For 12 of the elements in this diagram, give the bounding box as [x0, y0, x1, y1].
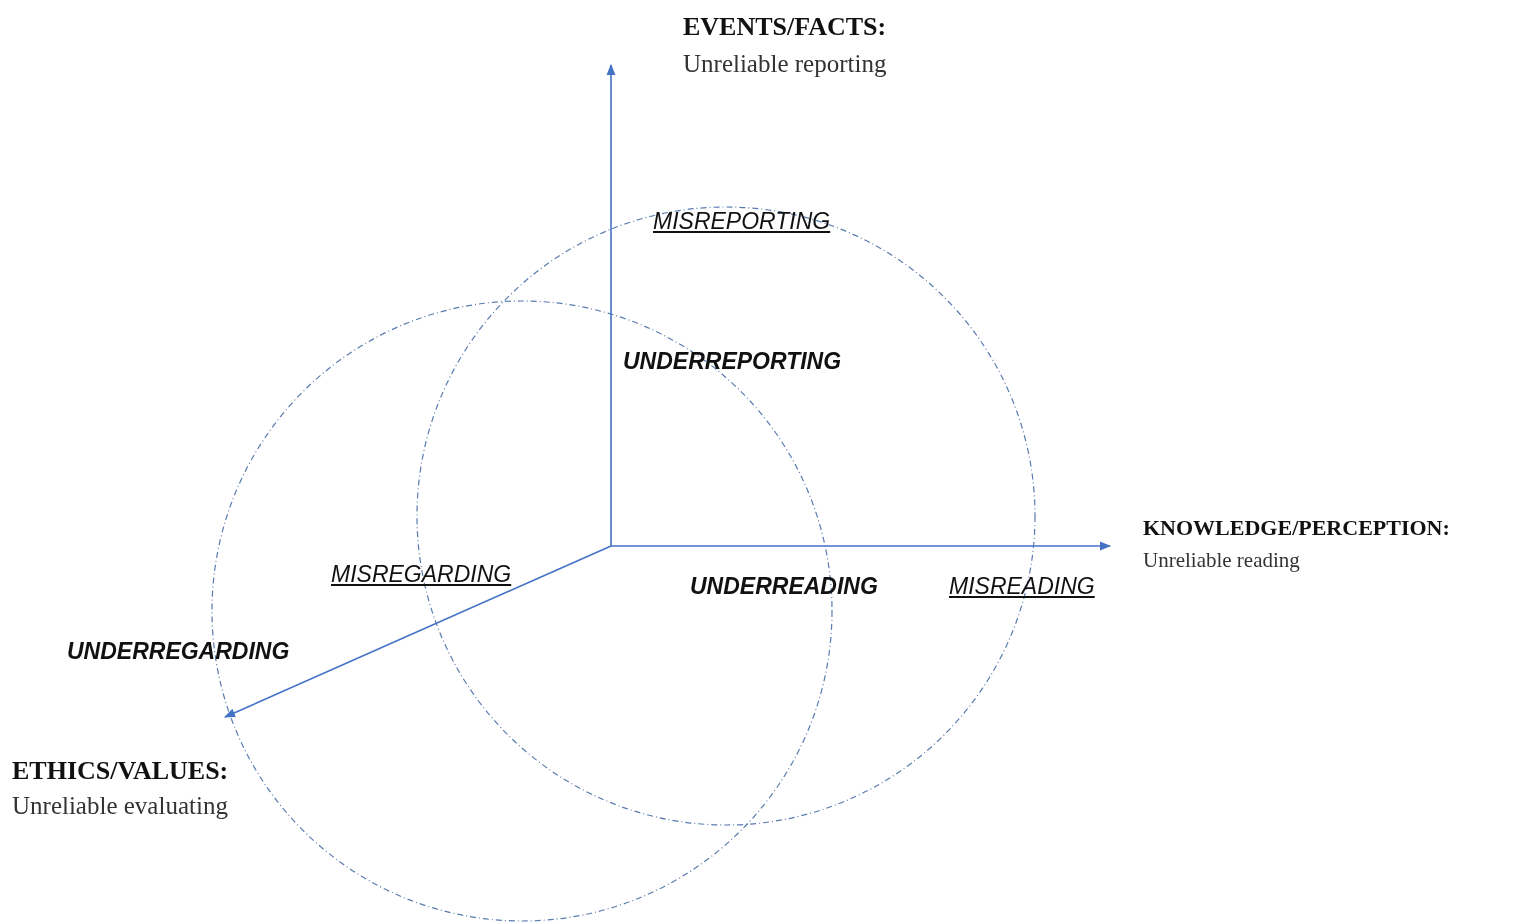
region-label: UNDERREADING	[690, 573, 878, 600]
region-label: MISREGARDING	[331, 561, 512, 588]
axis-subtitle: Unreliable reading	[1143, 548, 1300, 573]
axis-title: EVENTS/FACTS:	[683, 12, 887, 42]
region-label: MISREADING	[949, 573, 1095, 600]
axis-subtitle: Unreliable reporting	[683, 50, 887, 79]
region-label: UNDERREPORTING	[623, 348, 842, 375]
axis-title: ETHICS/VALUES:	[12, 756, 229, 786]
axis-title: KNOWLEDGE/PERCEPTION:	[1143, 515, 1450, 541]
region-label: MISREPORTING	[653, 208, 831, 235]
axis-subtitle: Unreliable evaluating	[12, 792, 228, 821]
region-label: UNDERREGARDING	[67, 638, 290, 665]
